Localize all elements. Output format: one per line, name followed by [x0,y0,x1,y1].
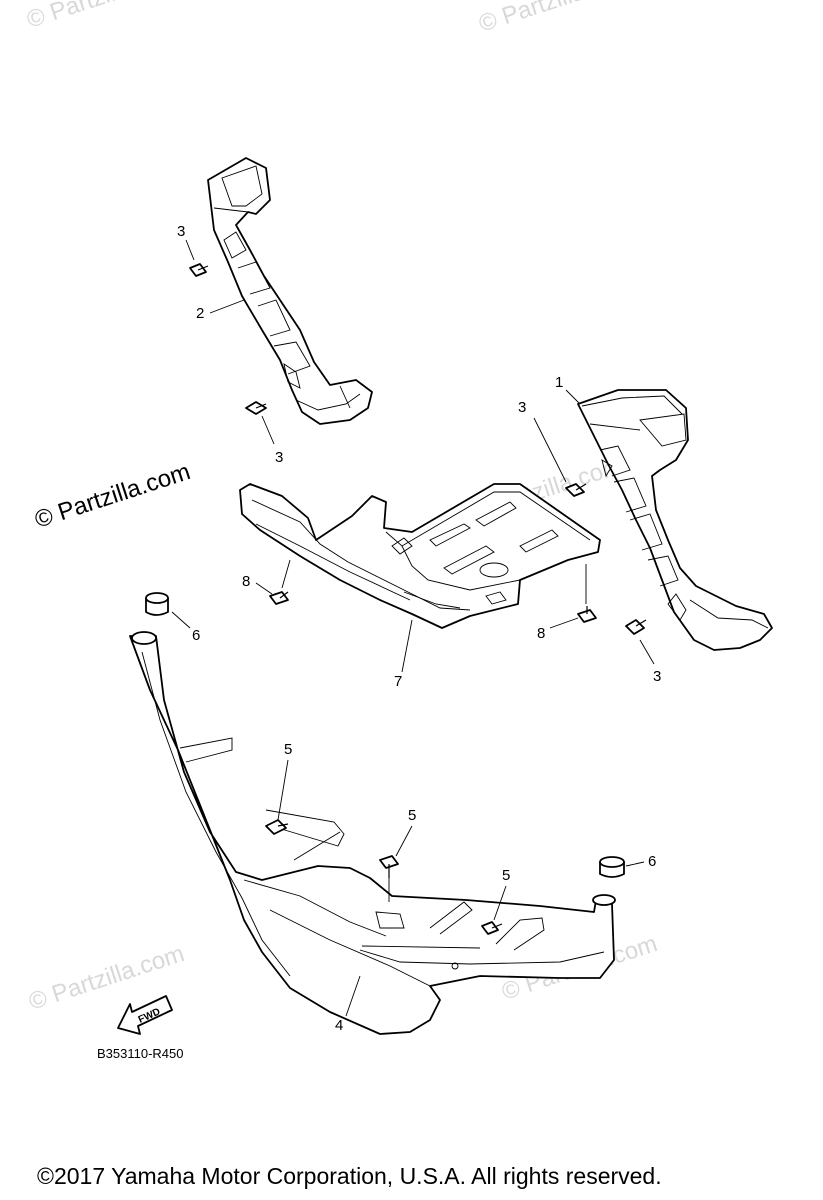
part-5-bolt-a [265,819,289,835]
callout-2: 2 [196,305,204,322]
callout-3d: 3 [653,668,661,685]
part-6-cap-right [599,856,625,878]
watermark-top-left: © Partzilla.com [24,0,186,34]
callout-1: 1 [555,374,563,391]
leader-lines [171,239,655,1017]
watermark-main: © Partzilla.com [32,458,194,534]
callout-5c: 5 [502,867,510,884]
fwd-arrow-icon: FWD [117,995,173,1035]
callout-3b: 3 [275,449,283,466]
callout-8b: 8 [537,625,545,642]
part-8-bolt-a [269,591,289,605]
callout-3c: 3 [518,399,526,416]
callout-6a: 6 [192,627,200,644]
part-3-bolt-d [625,619,647,635]
callout-7: 7 [394,673,402,690]
callout-5b: 5 [408,807,416,824]
callout-4: 4 [335,1017,343,1034]
part-2-left-guard [207,157,373,425]
part-7-skid-plate [239,483,601,629]
part-3-bolt-c [565,483,587,497]
part-4-front-bumper [129,631,616,1035]
callout-6b: 6 [648,853,656,870]
copyright-notice: ©2017 Yamaha Motor Corporation, U.S.A. A… [37,1163,662,1189]
part-3-bolt-a [189,263,209,277]
part-6-cap-left [145,592,169,616]
watermark-top-right: © Partzilla.com [476,0,638,38]
part-8-bolt-b [577,606,597,623]
callout-3a: 3 [177,223,185,240]
callout-5a: 5 [284,741,292,758]
reference-code: B353110-R450 [97,1046,184,1061]
callout-8a: 8 [242,573,250,590]
part-5-bolt-c [481,921,503,935]
part-5-bolt-b [379,855,399,878]
part-3-bolt-b [245,401,267,415]
part-1-right-guard [577,389,773,651]
